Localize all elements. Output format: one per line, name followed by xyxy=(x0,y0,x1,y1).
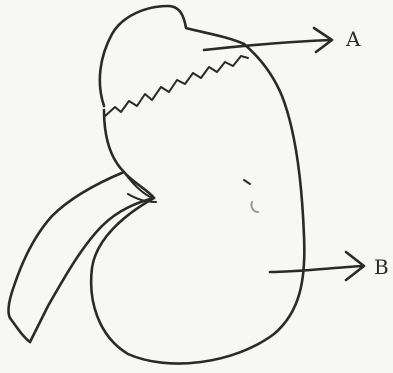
label-b: B xyxy=(374,255,389,279)
arrow-b-line xyxy=(270,266,362,272)
kidney-smudge-mark xyxy=(244,180,250,184)
kidney-outline xyxy=(91,44,304,364)
ureter-end xyxy=(10,318,30,342)
arrow-a-line xyxy=(204,40,330,50)
kidney-smudge-mark xyxy=(251,202,258,212)
ureter-outer-edge xyxy=(9,172,124,318)
adrenal-gland-outline xyxy=(100,6,244,106)
label-a: A xyxy=(345,27,361,51)
adrenal-kidney-border xyxy=(104,56,248,117)
